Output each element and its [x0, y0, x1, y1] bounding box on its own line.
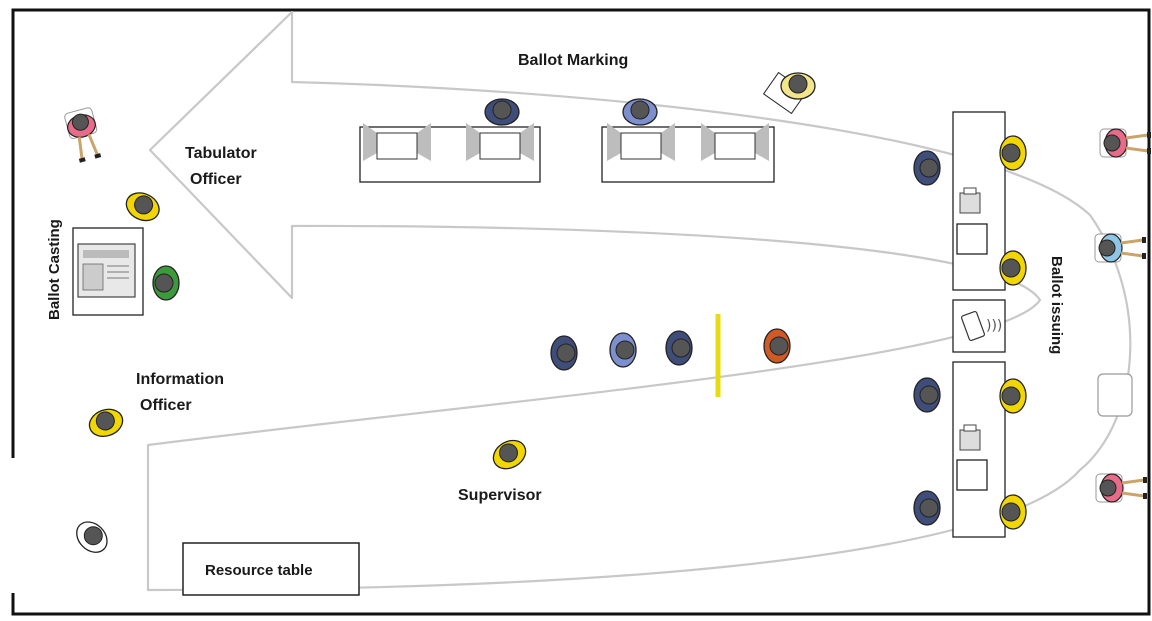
entrance-person	[70, 515, 114, 559]
room-entrance-gap	[0, 458, 20, 593]
voter-issuing-2	[913, 377, 941, 413]
printer-icon	[959, 424, 981, 451]
empty-chair	[1097, 373, 1133, 417]
issuing-officer-4	[999, 494, 1027, 530]
voter-queue-2	[609, 332, 637, 368]
label-tabulator-officer-1: Tabulator	[185, 145, 257, 162]
information-officer	[84, 404, 128, 442]
label-information-officer-1: Information	[136, 371, 224, 388]
voter-queue-3	[665, 330, 693, 366]
printer-icon	[959, 187, 981, 214]
label-ballot-marking: Ballot Marking	[518, 52, 629, 69]
tabulator-machine	[77, 243, 136, 298]
voter-issuing-1	[913, 150, 941, 186]
seated-observer-right-3	[1094, 472, 1149, 504]
voter-marking-2	[622, 98, 658, 126]
scanner-device	[960, 311, 986, 341]
voter-issuing-3	[913, 490, 941, 526]
laptop-icon	[956, 223, 988, 255]
label-ballot-issuing: Ballot issuing	[1048, 256, 1065, 355]
label-tabulator-officer-2: Officer	[190, 171, 242, 188]
voter-walking	[780, 72, 816, 100]
seated-observer-right-1	[1098, 127, 1152, 159]
room-border	[11, 8, 1151, 616]
issuing-officer-2	[999, 250, 1027, 286]
label-information-officer-2: Officer	[140, 397, 192, 414]
seated-observer-left	[62, 105, 106, 165]
resource-table	[182, 542, 360, 596]
wifi-icon: )))	[986, 318, 1002, 334]
tabulator-officer	[121, 187, 165, 227]
queue-marshal	[763, 328, 791, 364]
supervisor	[487, 434, 532, 476]
label-resource-table: Resource table	[205, 562, 313, 579]
label-ballot-casting: Ballot Casting	[46, 219, 63, 320]
voter-casting	[152, 265, 180, 301]
issuing-officer-3	[999, 378, 1027, 414]
laptop-icon	[956, 459, 988, 491]
voter-queue-1	[550, 335, 578, 371]
voter-marking-1	[484, 98, 520, 126]
label-supervisor: Supervisor	[458, 487, 542, 504]
issuing-officer-1	[999, 135, 1027, 171]
seated-observer-right-2	[1093, 232, 1148, 264]
